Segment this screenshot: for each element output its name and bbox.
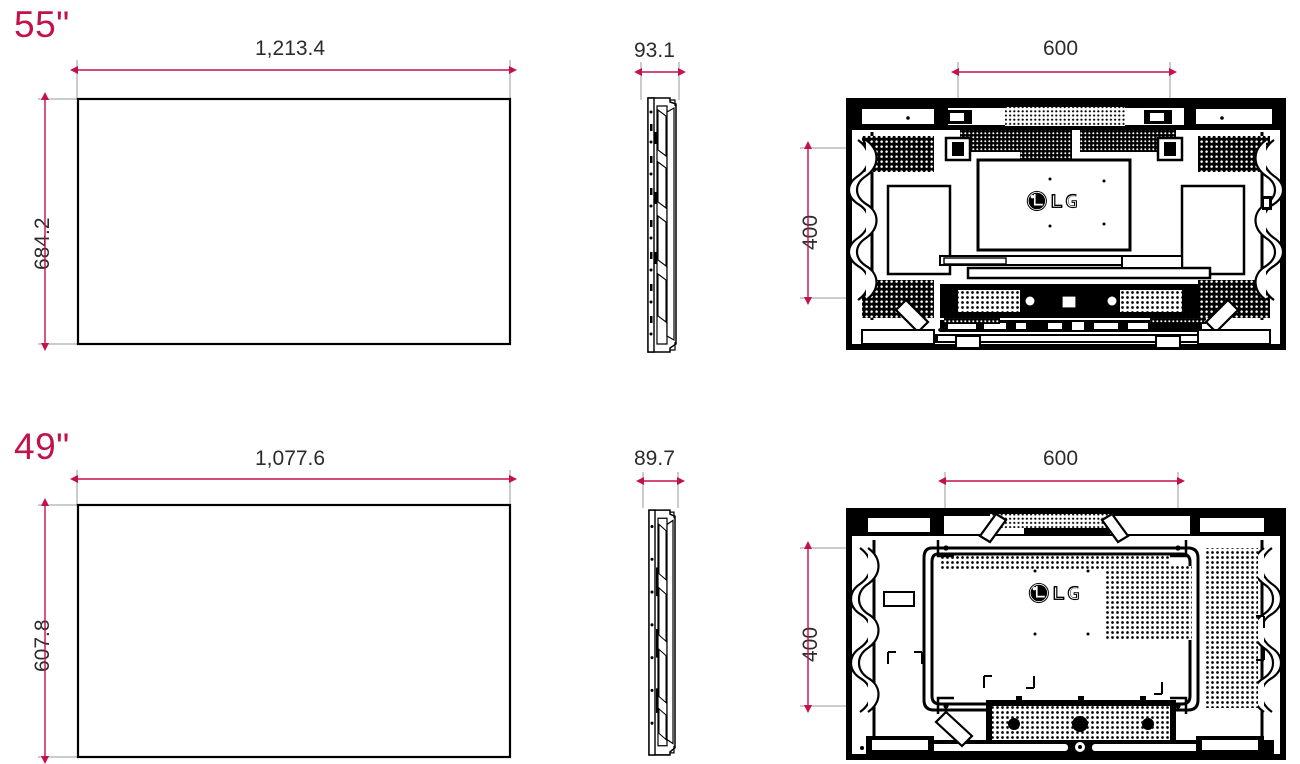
size-label-49: 49" [14, 426, 70, 467]
front-view-49 [38, 470, 517, 764]
side-view-49 [636, 472, 685, 756]
vesa-mount-points-49 [936, 540, 1188, 714]
width-dimension-55: 1,213.4 [255, 37, 326, 60]
size-label-55: 55" [14, 4, 70, 45]
width-dimension-49: 1,077.6 [255, 447, 326, 470]
vesa-horizontal-49: 600 [1043, 447, 1079, 470]
rear-view-55 [800, 62, 1286, 350]
front-view-55 [38, 60, 517, 351]
depth-dimension-49: 89.7 [634, 447, 675, 470]
vesa-horizontal-55: 600 [1043, 37, 1079, 60]
side-view-55 [634, 62, 686, 353]
depth-dimension-55: 93.1 [634, 39, 675, 62]
rear-view-49 [800, 472, 1286, 760]
